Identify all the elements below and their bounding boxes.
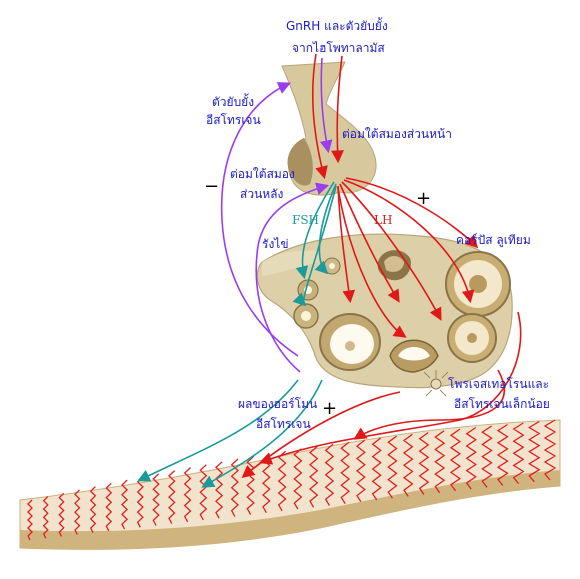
gnrh-label: GnRH และตัวยับยั้ง bbox=[286, 19, 388, 33]
gnrh-arrows bbox=[311, 53, 344, 180]
fsh-label: FSH bbox=[292, 213, 320, 227]
inhibitor-label-line2: อีสโทรเจน bbox=[206, 113, 261, 127]
endometrium bbox=[19, 419, 561, 550]
positive-feedback-sign-top: + bbox=[416, 188, 432, 209]
estrogen-effect-label-line2: อีสโทรเจน bbox=[256, 417, 311, 431]
degenerating-corpus-luteum bbox=[447, 313, 497, 363]
corpus-luteum-label: คอร์ปัส ลูเทียม bbox=[456, 233, 531, 247]
lh-label: LH bbox=[374, 213, 393, 227]
lh-arrows bbox=[337, 177, 479, 338]
anterior-pituitary-label: ต่อมใต้สมองส่วนหน้า bbox=[342, 127, 452, 141]
posterior-pituitary-label-line2: ส่วนหลัง bbox=[240, 187, 284, 201]
inhibitor-to-pituitary-arrow bbox=[255, 182, 330, 373]
inhibitor-to-hypothalamus-arrow bbox=[220, 82, 299, 357]
ovary-label: รังไข่ bbox=[262, 237, 289, 251]
progesterone-arrows bbox=[241, 311, 522, 479]
positive-feedback-sign-bottom: + bbox=[322, 398, 338, 419]
released-ovum bbox=[423, 370, 449, 397]
estrogen-effect-label-line1: ผลของฮอร์โมน bbox=[238, 397, 318, 411]
estrogen-effect-arrows bbox=[137, 379, 323, 488]
posterior-pituitary-label-line1: ต่อมใต้สมอง bbox=[230, 167, 295, 181]
pituitary-gland bbox=[281, 61, 377, 196]
fsh-arrows bbox=[292, 181, 337, 307]
negative-feedback-sign: − bbox=[204, 176, 220, 197]
estrogen-inhibitor-arrows bbox=[220, 57, 333, 373]
hypothalamus-label: จากไฮโพทาลามัส bbox=[292, 41, 385, 55]
corpus-luteum-gland bbox=[445, 251, 511, 317]
progesterone-label-line1: โพรเจสเทอโรนและ bbox=[448, 377, 550, 391]
progesterone-label-line2: อีสโทรเจนเล็กน้อย bbox=[454, 397, 550, 411]
inhibitor-label-line1: ตัวยับยั้ง bbox=[212, 95, 255, 109]
